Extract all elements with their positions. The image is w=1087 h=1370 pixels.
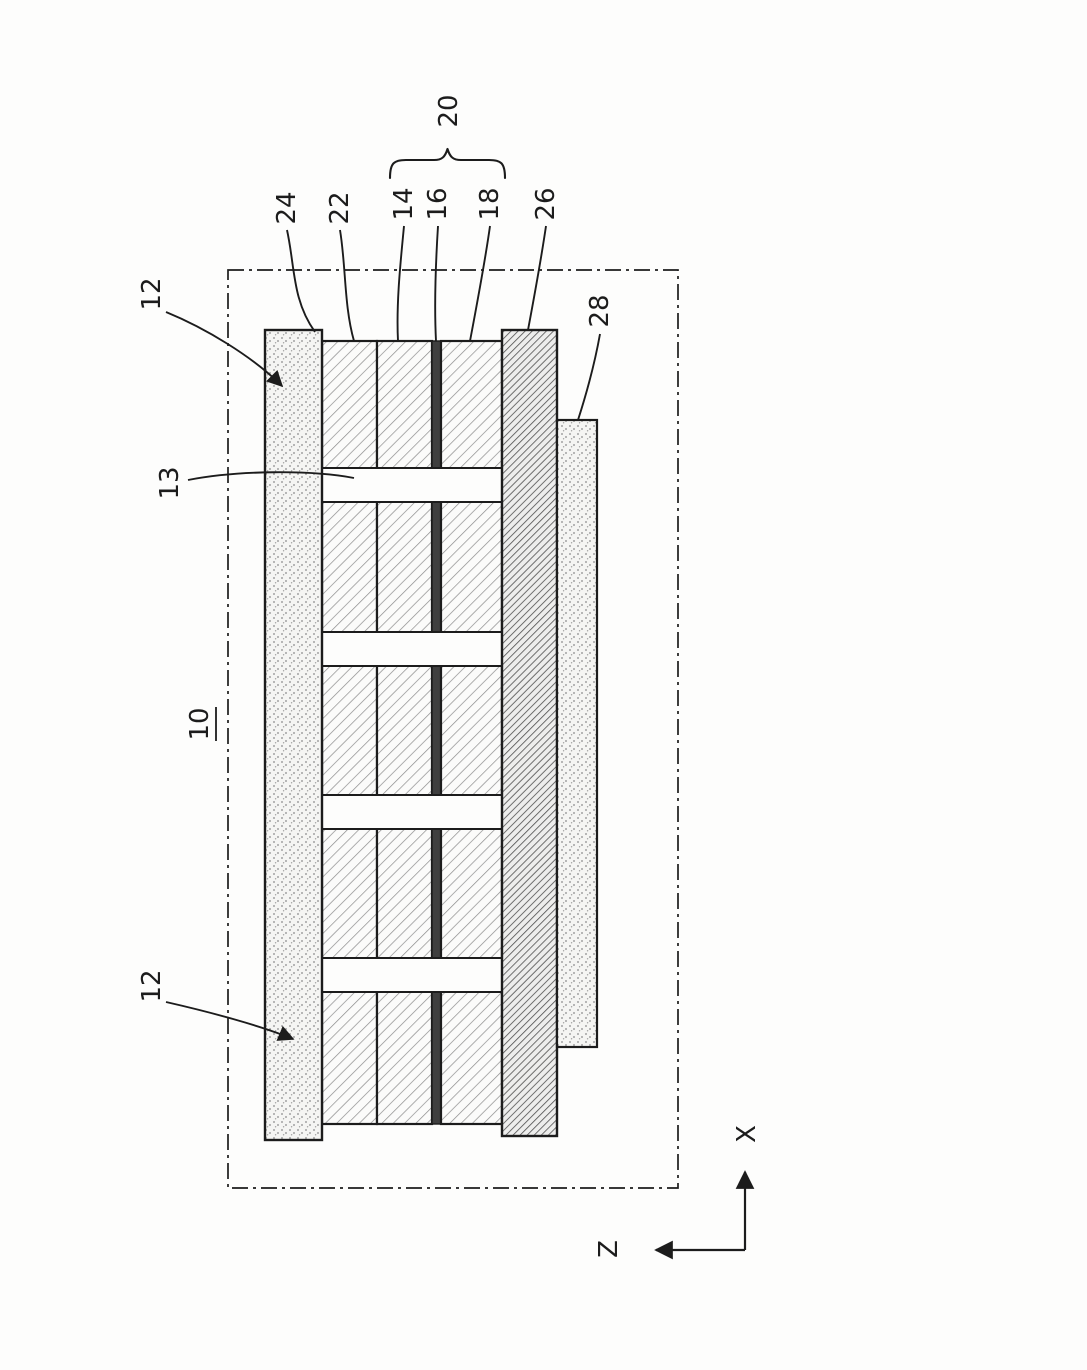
- leader-26: [527, 225, 547, 331]
- cell-gap-4: [321, 957, 503, 993]
- label-10-group: 10: [185, 707, 217, 741]
- support-plate-12: [263, 328, 324, 1142]
- layer-28-column: [555, 418, 599, 1049]
- layer-14-column: [375, 339, 434, 1126]
- arrow-12-top: [165, 311, 284, 388]
- label-12-top: 12: [137, 277, 167, 310]
- label-24: 24: [272, 191, 302, 224]
- label-16: 16: [423, 187, 453, 220]
- axis-z-label: Z: [594, 1240, 624, 1258]
- leader-28: [577, 333, 601, 421]
- leader-18: [469, 225, 491, 342]
- label-22: 22: [325, 191, 355, 224]
- device-boundary-dashdot: [227, 269, 679, 1189]
- leader-14: [396, 225, 405, 342]
- label-12-bottom: 12: [137, 969, 167, 1002]
- label-28: 28: [585, 294, 615, 327]
- group-brace-20: [388, 147, 507, 180]
- arrow-12-bottom: [165, 1001, 295, 1041]
- label-13: 13: [155, 466, 185, 499]
- layer-22-column: [320, 339, 379, 1126]
- layer-18-column: [439, 339, 504, 1126]
- cell-gap-3: [321, 794, 503, 830]
- leader-16: [434, 225, 439, 342]
- label-10: 10: [185, 707, 215, 740]
- label-20: 20: [434, 94, 464, 127]
- cell-gap-1: [321, 467, 503, 503]
- leader-24: [286, 229, 316, 333]
- layer-26-column: [500, 328, 559, 1138]
- leader-13: [187, 471, 355, 481]
- label-26: 26: [531, 187, 561, 220]
- layer-16-thin-layer: [431, 340, 442, 1125]
- cell-gap-2: [321, 631, 503, 667]
- axis-x-label: X: [732, 1125, 762, 1143]
- label-14: 14: [389, 187, 419, 220]
- leader-22: [339, 229, 355, 342]
- label-18: 18: [475, 187, 505, 220]
